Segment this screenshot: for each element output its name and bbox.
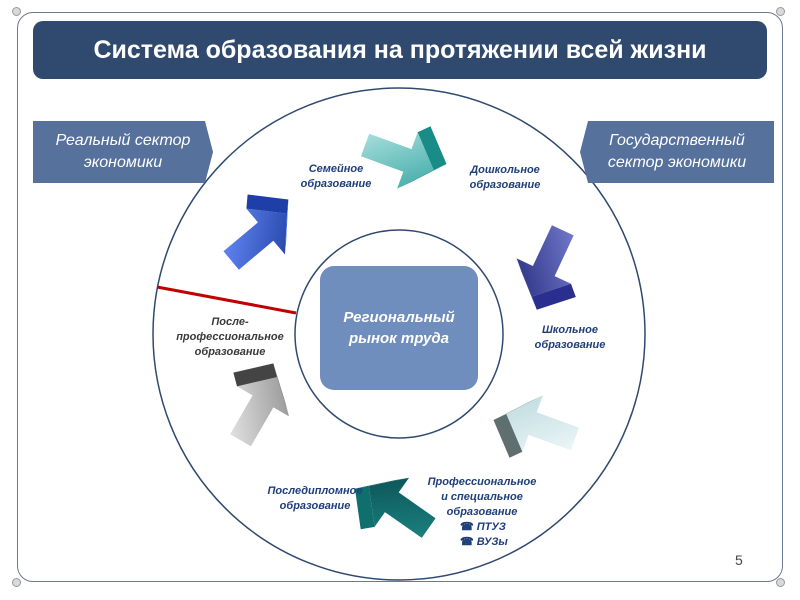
arrow-family-icon <box>361 126 447 189</box>
arrow-postgraduate-icon <box>354 477 436 538</box>
real-sector-line1: Реальный сектор <box>55 132 191 149</box>
slide-frame <box>17 12 783 582</box>
divider-line <box>156 285 297 315</box>
arrow-cycle-icon <box>223 194 289 270</box>
corner-dot <box>12 7 21 16</box>
slide-title: Система образования на протяжении всей ж… <box>93 35 707 64</box>
postgraduate-education-label: Последипломное образование <box>267 485 363 512</box>
page-number: 5 <box>735 552 743 568</box>
sub-item-vuzy: ☎ ВУЗы <box>460 536 508 548</box>
arrow-school-icon <box>516 225 576 310</box>
arrow-professional-icon <box>493 395 579 458</box>
state-sector-line1: Государственный <box>609 132 745 149</box>
inner-circle <box>294 229 504 439</box>
preschool-education-label: Дошкольное образование <box>469 164 541 191</box>
postprofessional-education-label: После- профессиональное образование <box>176 316 284 358</box>
phone-icon: ☎ <box>460 521 477 533</box>
real-sector-line2: экономики <box>83 154 163 171</box>
state-sector-line2: сектор экономики <box>607 154 747 171</box>
outer-circle <box>152 87 646 581</box>
family-education-label: Семейное образование <box>300 163 372 190</box>
state-sector-box: Государственный сектор экономики <box>580 121 774 183</box>
professional-education-label: Профессиональное и специальное образован… <box>412 475 552 550</box>
title-bar: Система образования на протяжении всей ж… <box>33 21 767 79</box>
corner-dot <box>12 578 21 587</box>
real-sector-box: Реальный сектор экономики <box>33 121 213 183</box>
phone-icon: ☎ <box>460 536 477 548</box>
school-education-label: Школьное образование <box>534 324 606 351</box>
corner-dot <box>776 578 785 587</box>
sub-item-ptuz: ☎ ПТУЗ <box>460 521 506 533</box>
arrow-postprofessional-icon <box>230 363 289 447</box>
corner-dot <box>776 7 785 16</box>
center-line1: Региональный <box>343 309 455 326</box>
center-line2: рынок труда <box>348 330 450 347</box>
regional-labor-market-box: Региональный рынок труда <box>320 266 478 390</box>
